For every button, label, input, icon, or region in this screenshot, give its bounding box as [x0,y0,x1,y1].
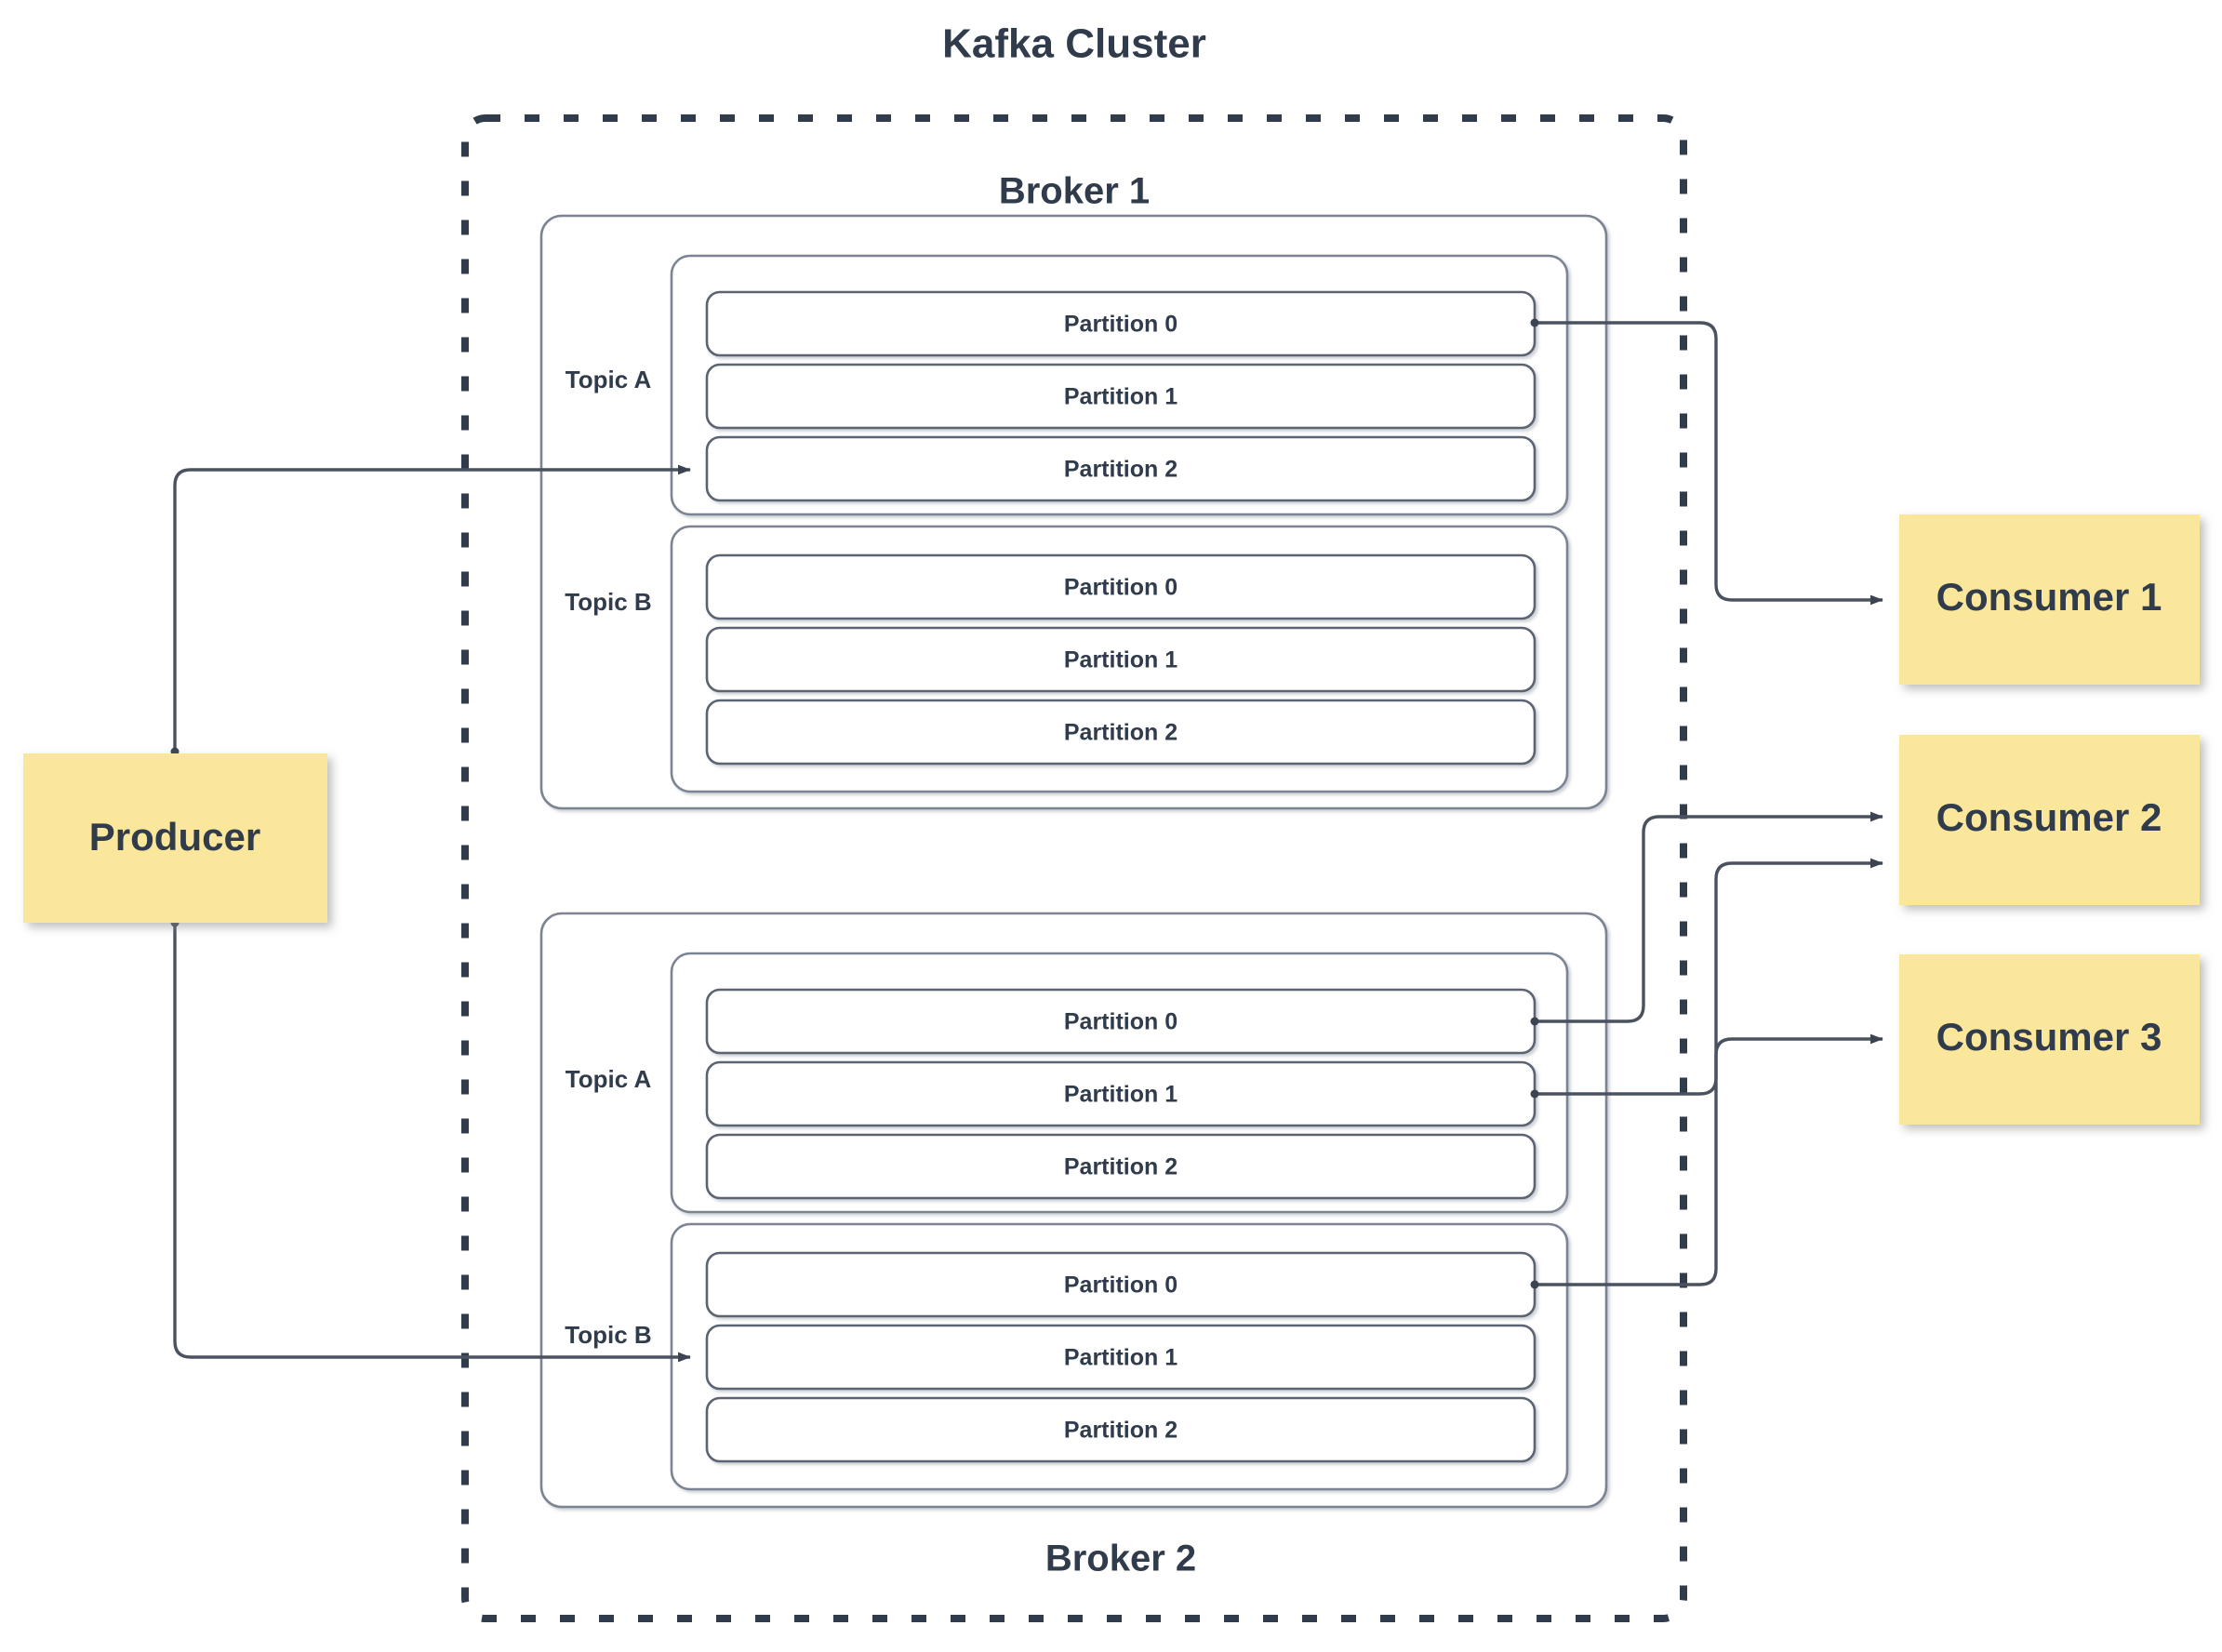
b2-ta-p0-out-dot [1530,1017,1539,1026]
broker2-topicA-p1-to-consumer2-flow [1535,858,1883,1096]
broker-1-topic-a-partition-2-label: Partition 2 [1064,457,1178,483]
producer-to-broker1-topicA-flow [173,464,691,752]
broker-1-topic-b-label: Topic B [565,588,651,616]
broker-1-topic-b-partition-1-label: Partition 1 [1064,647,1178,673]
broker2-topicB-p0-to-consumer3-flow [1535,1033,1883,1286]
consumer-3-box[interactable] [1899,954,2200,1125]
broker2-topicA-p0-to-consumer2-flow [1535,811,1883,1023]
consumer-1-box[interactable] [1899,514,2200,685]
broker-2-topic-b-label: Topic B [565,1321,651,1349]
consumer-3-label: Consumer 3 [1936,1015,2162,1059]
broker-2-topic-a-partition-2-label: Partition 2 [1064,1154,1178,1180]
producer-label: Producer [89,815,260,859]
broker-2-topic-b-partition-0-label: Partition 0 [1064,1272,1178,1299]
broker-1-topic-a-partition-0-label: Partition 0 [1064,312,1178,338]
broker-1-topic-b-partition-2[interactable] [705,699,1537,766]
broker-2-topic-b-partition-1-label: Partition 1 [1064,1345,1178,1371]
consumer-2-node[interactable]: Consumer 2 [1899,735,2200,905]
b2-tb-p0-out-dot [1530,1280,1539,1289]
b2-ta-p1-out-dot [1530,1089,1539,1099]
broker-1-topic-a-label: Topic A [565,366,652,393]
kafka-cluster-boundary [461,114,1687,1622]
page-title: Kafka Cluster [942,21,1206,67]
broker-2-topic-b-partition-1[interactable] [705,1324,1537,1391]
broker-1-topic-a-partition-1[interactable] [705,363,1537,430]
broker-2-topic-b-partition-2[interactable] [705,1396,1537,1463]
broker-2-topic-a-partition-2[interactable] [705,1133,1537,1200]
broker-1-topic-b-partition-0-label: Partition 0 [1064,575,1178,601]
broker-2-topic-a-partition-1-label: Partition 1 [1064,1082,1178,1108]
broker-2-topic-a-label: Topic A [565,1065,652,1093]
broker-1-label: Broker 1 [999,171,1150,212]
broker-1-topic-b-partition-1[interactable] [705,626,1537,693]
consumer-1-label: Consumer 1 [1936,575,2162,619]
consumer-2-box[interactable] [1899,735,2200,905]
b1-ta-p0-out-dot [1530,318,1539,327]
consumer-2-label: Consumer 2 [1936,795,2162,839]
broker-1-topic-b-partition-0[interactable] [705,553,1537,620]
consumer-3-node[interactable]: Consumer 3 [1899,954,2200,1125]
broker1-topicA-p0-to-consumer1-flow [1535,321,1883,606]
consumer-1-node[interactable]: Consumer 1 [1899,514,2200,685]
producer-node[interactable]: Producer [23,753,327,923]
broker-1-topic-b-partition-2-label: Partition 2 [1064,720,1178,746]
broker-2-topic-a-partition-0-label: Partition 0 [1064,1009,1178,1035]
producer-box[interactable] [23,753,327,923]
producer-to-broker2-topicB-flow [173,923,691,1363]
broker-2-topic-b-partition-2-label: Partition 2 [1064,1418,1178,1444]
broker-2-label: Broker 2 [1045,1539,1196,1579]
broker-1-topic-a-partition-1-label: Partition 1 [1064,384,1178,410]
broker-1-topic-a-partition-2[interactable] [705,435,1537,502]
